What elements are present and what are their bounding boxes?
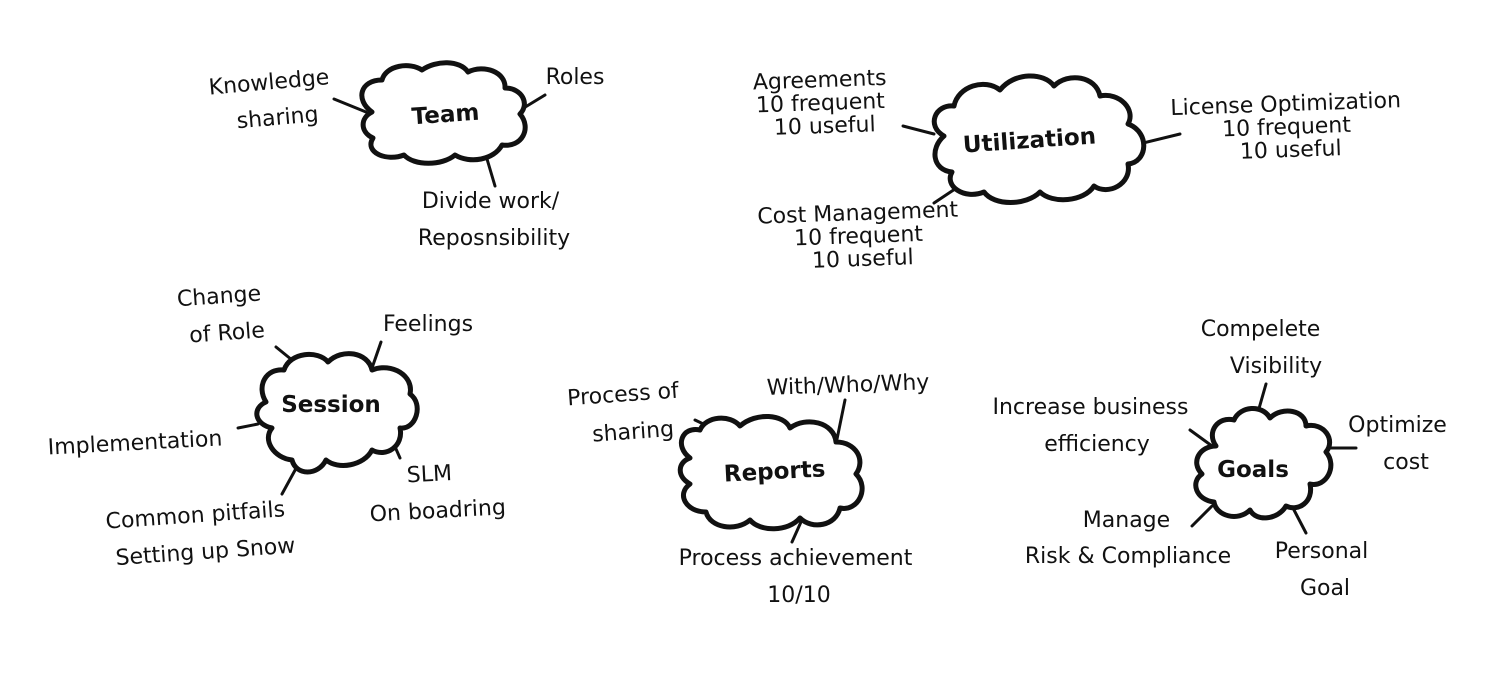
team-cluster: Team Knowledge sharing Roles Divide work… (208, 60, 605, 251)
reports-cloud (677, 413, 865, 532)
reports-achievement-label: Process achievement 10/10 (679, 546, 920, 608)
connector-goals-risk (1190, 504, 1214, 528)
session-change-role-label: Change of Role (176, 281, 271, 349)
connector-goals-efficiency (1188, 428, 1214, 448)
utilization-cluster: Utilization Agreements 10 frequent 10 us… (752, 66, 1410, 275)
reports-cluster: Reports Process of sharing With/Who/Why … (566, 370, 929, 608)
session-cloud (254, 351, 420, 475)
reports-with-label: With/Who/Why (766, 370, 929, 401)
goals-optimize-label: Optimize cost (1348, 413, 1454, 475)
connector-util-agreements (901, 124, 936, 136)
goals-cluster: Goals Compelete Visibility Increase busi… (993, 317, 1454, 601)
util-agreements-label: Agreements 10 frequent 10 useful (752, 66, 895, 142)
goals-cloud (1193, 406, 1334, 521)
connector-session-change (274, 345, 294, 362)
team-cloud (359, 60, 528, 166)
session-implementation-label: Implementation (47, 426, 223, 460)
session-title: Session (281, 392, 381, 418)
team-knowledge-label: Knowledge sharing (208, 65, 341, 137)
team-roles-label: Roles (546, 65, 605, 90)
connector-goals-personal (1292, 508, 1308, 535)
utilization-cloud (931, 73, 1147, 205)
session-pitfalls-label: Common pitfails Setting up Snow (105, 497, 296, 572)
connector-team-knowledge (332, 97, 368, 114)
session-cluster: Session Change of Role Feelings Implemen… (47, 281, 506, 572)
util-license-label: License Optimization 10 frequent 10 usef… (1170, 88, 1410, 167)
reports-title: Reports (723, 456, 826, 487)
util-cost-label: Cost Management 10 frequent 10 useful (757, 197, 967, 275)
connector-reports-with (834, 398, 847, 446)
goals-visibility-label: Compelete Visibility (1201, 317, 1328, 379)
session-slm-label: SLM On boadring (367, 458, 506, 527)
goals-title: Goals (1217, 457, 1289, 483)
connector-util-license (1141, 132, 1182, 145)
reports-sharing-label: Process of sharing (566, 378, 689, 449)
connector-team-divide (485, 157, 497, 188)
session-feelings-label: Feelings (383, 312, 473, 337)
team-divide-label: Divide work/ Reposnsibility (418, 189, 570, 251)
goals-efficiency-label: Increase business efficiency (993, 395, 1196, 457)
connector-session-implementation (236, 422, 260, 430)
team-title: Team (411, 100, 480, 131)
goals-personal-label: Personal Goal (1275, 539, 1376, 601)
goals-risk-label: Manage Risk & Compliance (1025, 508, 1231, 569)
connector-session-feelings (370, 340, 383, 370)
